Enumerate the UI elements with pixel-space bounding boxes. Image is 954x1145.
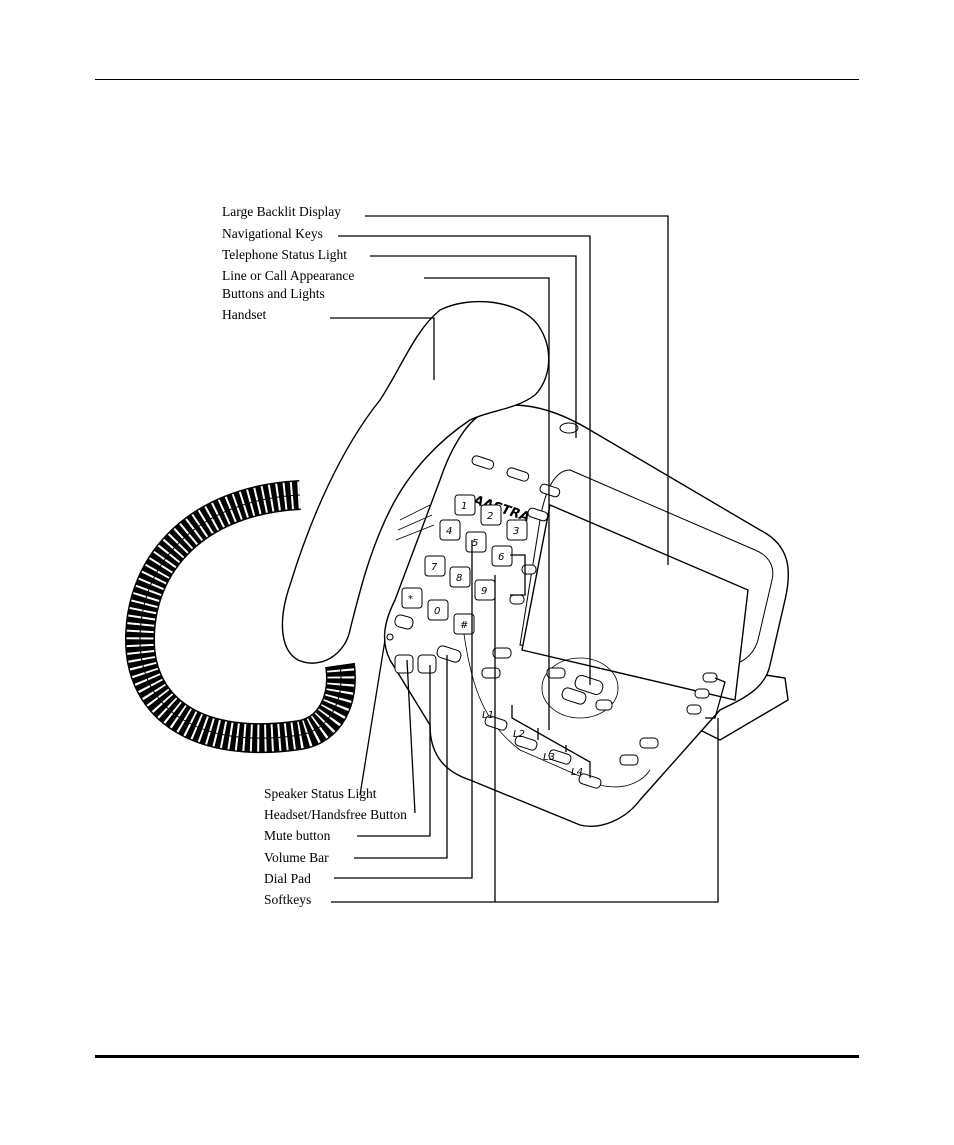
label-navigational-keys: Navigational Keys <box>222 226 323 241</box>
label-mute-button: Mute button <box>264 828 331 843</box>
header-rule <box>95 79 859 80</box>
svg-text:6: 6 <box>498 552 504 563</box>
display-screen <box>521 504 749 701</box>
svg-text:L3: L3 <box>543 752 555 763</box>
svg-text:2: 2 <box>487 511 493 522</box>
svg-text:L1: L1 <box>482 710 494 721</box>
svg-text:L2: L2 <box>513 729 525 740</box>
phone-base: AASTRA 1 2 3 4 5 6 7 8 9 * 0 # <box>383 404 790 827</box>
svg-text:L4: L4 <box>571 767 583 778</box>
handset-icon <box>281 300 550 664</box>
leader-lines <box>330 215 726 903</box>
svg-text:*: * <box>408 594 413 605</box>
svg-text:#: # <box>460 620 468 631</box>
svg-text:4: 4 <box>446 526 452 537</box>
svg-text:9: 9 <box>481 586 487 597</box>
label-handset: Handset <box>222 307 267 322</box>
svg-text:1: 1 <box>461 501 467 512</box>
mute-button <box>417 654 437 674</box>
dial-pad: 1 2 3 4 5 6 7 8 9 * 0 # <box>401 494 528 635</box>
svg-text:3: 3 <box>513 526 519 537</box>
svg-text:8: 8 <box>456 573 462 584</box>
svg-text:7: 7 <box>431 562 438 573</box>
coiled-cord-icon <box>124 480 356 754</box>
label-volume-bar: Volume Bar <box>264 850 329 865</box>
status-light <box>559 422 579 434</box>
svg-text:0: 0 <box>434 606 440 617</box>
label-speaker-status-light: Speaker Status Light <box>264 786 377 801</box>
speaker-light <box>386 633 394 641</box>
label-telephone-status-light: Telephone Status Light <box>222 247 348 262</box>
headset-button <box>394 654 414 674</box>
footer-rule <box>95 1055 859 1058</box>
label-line-call-appearance: Line or Call Appearance <box>222 268 355 283</box>
label-dial-pad: Dial Pad <box>264 871 311 886</box>
label-headset-handsfree-button: Headset/Handsfree Button <box>264 807 407 822</box>
label-large-backlit-display: Large Backlit Display <box>222 204 341 219</box>
svg-text:5: 5 <box>472 538 478 549</box>
label-softkeys: Softkeys <box>264 892 312 907</box>
label-buttons-and-lights: Buttons and Lights <box>222 286 325 301</box>
